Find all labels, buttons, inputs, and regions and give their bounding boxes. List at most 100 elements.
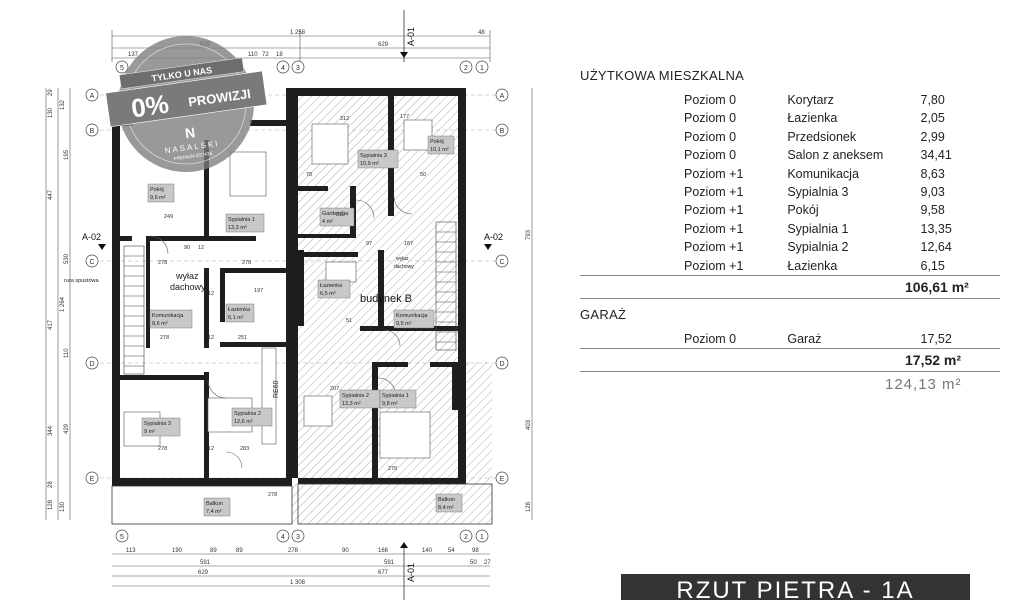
room-cell: Garaż xyxy=(787,332,822,347)
left-dim: 530 xyxy=(64,253,70,264)
left-dim: 110 xyxy=(64,348,70,358)
area-cell: 13,35 xyxy=(920,221,952,236)
promo-zero-percent: 0% xyxy=(129,89,170,124)
top-dim: 137 xyxy=(128,52,139,58)
room-name: Pokój xyxy=(430,139,444,145)
inner-dim: 97 xyxy=(366,241,372,247)
roof-hatch-label-small: wyłaz xyxy=(396,256,409,262)
inner-dim: 207 xyxy=(330,386,339,392)
axis-label: 2 xyxy=(464,65,468,72)
top-dim: 72 xyxy=(262,52,269,58)
drain-pipe-label: rura spustowa xyxy=(64,278,99,284)
room-cell: Sypialnia 3 xyxy=(787,185,849,200)
axis-label: 1 xyxy=(480,65,484,72)
inner-dim: 50 xyxy=(420,172,426,178)
room-area: 10,9 m² xyxy=(360,161,379,167)
inner-dim: 251 xyxy=(238,335,247,341)
left-dimension-lines xyxy=(45,88,71,520)
bottom-dim: 27 xyxy=(484,560,491,566)
area-cell: 8,63 xyxy=(920,166,945,181)
plan-title-bar: RZUT PIETRA - 1A xyxy=(621,574,970,600)
stairs-right xyxy=(435,221,457,351)
section-mark-label: A-02 xyxy=(484,232,503,242)
left-dim: 130 xyxy=(60,501,66,512)
axis-label: E xyxy=(500,476,505,483)
level-cell: Poziom 0 xyxy=(684,332,737,347)
level-cell: Poziom 0 xyxy=(684,129,737,144)
area-cell: 34,41 xyxy=(920,148,952,163)
bottom-dim: 591 xyxy=(384,560,395,566)
bottom-dim: 54 xyxy=(448,548,455,554)
level-cell: Poziom +1 xyxy=(684,203,744,218)
door-swings xyxy=(149,195,413,469)
axis-label: 5 xyxy=(120,534,124,541)
left-dim: 128 xyxy=(48,499,54,510)
room-name: Balkon xyxy=(438,497,455,503)
axis-label: D xyxy=(89,361,94,368)
room-area: 8,4 m² xyxy=(438,505,454,511)
inner-dim: 12 xyxy=(198,245,204,251)
axis-label: 5 xyxy=(120,65,124,72)
left-dim: 195 xyxy=(64,149,70,160)
room-cell: Sypialnia 1 xyxy=(787,221,849,236)
room-area: 9,8 m² xyxy=(382,401,398,407)
top-dim: 629 xyxy=(378,42,389,48)
room-area: 6,5 m² xyxy=(320,291,336,297)
inner-dim: 278 xyxy=(242,260,251,266)
building-label: budynek B xyxy=(360,293,412,305)
axis-label: B xyxy=(90,128,95,135)
room-cell: Korytarz xyxy=(787,93,834,107)
bottom-dim: 629 xyxy=(198,570,209,576)
axis-label: 4 xyxy=(281,65,285,72)
room-name: Sypialnia 3 xyxy=(144,421,171,427)
axis-label: A xyxy=(90,93,95,100)
inner-dim: 51 xyxy=(346,318,352,324)
left-dim: 1 264 xyxy=(60,296,66,312)
axis-label: A xyxy=(500,93,505,100)
left-dim: 447 xyxy=(48,189,54,200)
area-cell: 7,80 xyxy=(920,93,945,107)
re60-label: RE60 xyxy=(273,380,280,398)
room-label-boxes xyxy=(141,135,463,517)
room-cell: Łazienka xyxy=(787,111,838,126)
inner-dim: 187 xyxy=(404,241,413,247)
inner-dim: 278 xyxy=(160,335,169,341)
bottom-dim: 1 308 xyxy=(290,580,306,586)
axis-label: 3 xyxy=(296,534,300,541)
room-cell: Salon z aneksem xyxy=(787,148,884,163)
level-cell: Poziom +1 xyxy=(684,221,744,236)
divider xyxy=(580,298,1000,300)
bottom-dim: 278 xyxy=(288,548,299,554)
bottom-dim: 677 xyxy=(378,570,389,576)
room-area: 8,6 m² xyxy=(152,321,168,327)
roof-hatch-label: dachowy xyxy=(170,282,206,292)
bottom-dim: 89 xyxy=(210,548,217,554)
level-cell: Poziom +1 xyxy=(684,166,744,181)
room-area: 10,1 m² xyxy=(430,147,449,153)
room-area: 4 m² xyxy=(322,219,333,225)
room-area: 12,6 m² xyxy=(234,419,253,425)
bottom-dimension-lines xyxy=(112,553,490,587)
room-cell: Komunikacja xyxy=(787,166,859,181)
promo-badge: TYLKO U NAS 0% PROWIZJI N NASALSKI PREMI… xyxy=(105,36,268,172)
room-area: 6,1 m² xyxy=(228,315,244,321)
wylaz-box xyxy=(166,268,204,292)
room-cell: Pokój xyxy=(787,203,819,218)
balcony-outlines xyxy=(111,483,493,525)
axis-label: 3 xyxy=(296,65,300,72)
left-dim: 429 xyxy=(64,423,70,434)
top-dim: 110 xyxy=(248,52,258,58)
room-name: Sypialnia 2 xyxy=(342,393,369,399)
roof-hatch-label: wyłaz xyxy=(175,271,199,281)
room-name: Komunikacja xyxy=(152,313,184,319)
left-dim: 130 xyxy=(48,107,54,118)
inner-dim: 312 xyxy=(336,212,345,218)
room-area: 13,3 m² xyxy=(228,225,247,231)
level-cell: Poziom 0 xyxy=(684,111,737,126)
area-cell: 12,64 xyxy=(920,240,952,255)
room-name: Pokój xyxy=(150,187,164,193)
